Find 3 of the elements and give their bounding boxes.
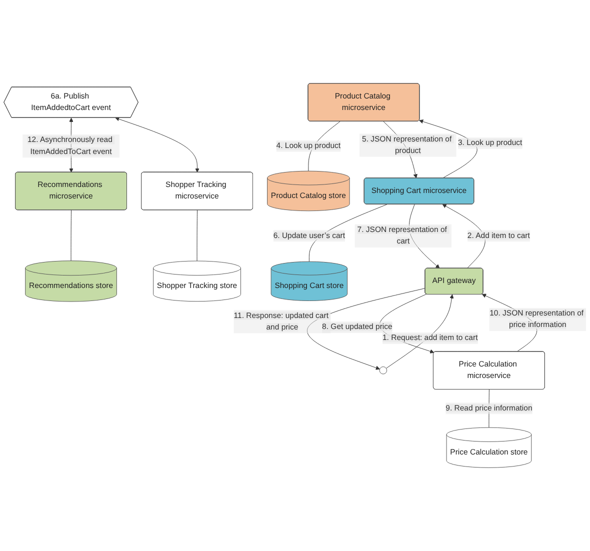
connector <box>196 210 198 262</box>
node-person <box>379 366 388 374</box>
connector <box>70 210 72 262</box>
